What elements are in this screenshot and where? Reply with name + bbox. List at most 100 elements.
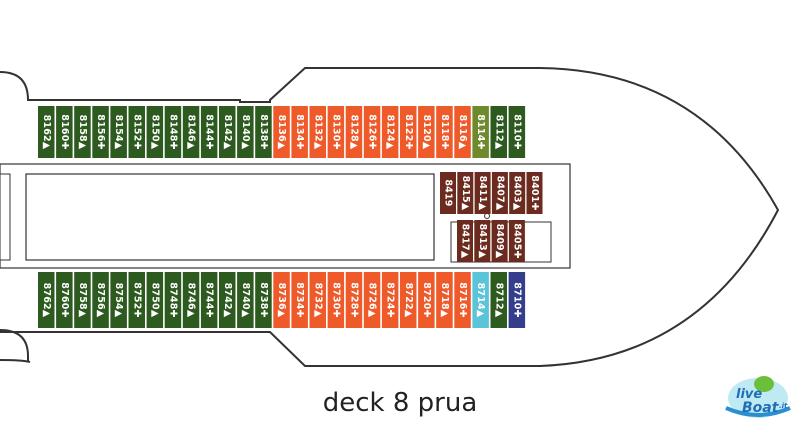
cabin-8110[interactable]: 8110✚ (508, 106, 526, 158)
cabin-block (92, 106, 109, 158)
cabin-8413[interactable]: 8413▲ (474, 220, 491, 262)
cabin-8134[interactable]: 8134✚ (291, 106, 308, 158)
cabin-8754[interactable]: 8754▲ (110, 272, 127, 328)
cabin-8411[interactable]: 8411▲ (474, 172, 491, 214)
cabins-bottom-row: 8762▲8760✚ 8758▲ 8756▲8754▲8752✚8750▲ 8748✚… (38, 272, 526, 328)
cabin-8405[interactable]: 8405✚ (508, 220, 525, 262)
cabin-block (490, 106, 507, 158)
cabin-8142[interactable]: 8142▲ (219, 106, 236, 158)
cabin-label: 8738✚ (258, 282, 269, 317)
cabin-8409[interactable]: 8409▲ (491, 220, 508, 262)
cabin-block (457, 220, 473, 262)
cabin-label: 8716✚ (457, 282, 468, 317)
cabin-8728[interactable]: 8728✚ (345, 272, 363, 328)
cabin-label: 8748✚ (167, 282, 178, 317)
cabin-8417[interactable]: 8417▲ (457, 220, 473, 262)
cabin-8407[interactable]: 8407▲ (491, 172, 508, 214)
cabin-label: 8413▲ (477, 224, 488, 259)
cabin-8403[interactable]: 8403▲ (509, 172, 526, 214)
cabin-8160[interactable]: 8160✚ (56, 106, 73, 158)
cabin-8126[interactable]: 8126✚ (363, 106, 381, 158)
cabin-8756[interactable]: 8756▲ (92, 272, 109, 328)
cabin-block (508, 272, 526, 328)
cabin-8146[interactable]: 8146▲ (182, 106, 200, 158)
stair-marker (484, 213, 490, 219)
central-void (25, 173, 435, 261)
cabin-block (291, 106, 308, 158)
cabin-label: 8411▲ (477, 176, 488, 211)
cabin-block (454, 272, 471, 328)
cabin-8730[interactable]: 8730✚ (327, 272, 345, 328)
cabin-8758[interactable]: 8758▲ (74, 272, 91, 328)
cabin-block (508, 106, 526, 158)
cabin-8154[interactable]: 8154▲ (110, 106, 127, 158)
cabin-8138[interactable]: 8138✚ (255, 106, 272, 158)
cabin-label: 8740▲ (240, 283, 251, 318)
cabin-8752[interactable]: 8752✚ (128, 272, 146, 328)
cabin-block (291, 272, 308, 328)
cabin-8124[interactable]: 8124▲ (381, 106, 399, 158)
cabin-8734[interactable]: 8734✚ (291, 272, 308, 328)
cabin-8112[interactable]: 8112▲ (490, 106, 508, 158)
cabin-block (400, 106, 417, 158)
cabin-8714[interactable]: 8714▲ (472, 272, 489, 328)
cabin-8128[interactable]: 8128▲ (345, 106, 363, 158)
cabin-8152[interactable]: 8152✚ (128, 106, 146, 158)
cabin-8722[interactable]: 8722▲ (400, 272, 417, 328)
cabin-8748[interactable]: 8748✚ (164, 272, 182, 328)
cabin-8114[interactable]: 8114✚ (472, 106, 489, 158)
cabin-block (219, 272, 236, 328)
cabin-label: 8134✚ (294, 114, 305, 149)
cabin-8718[interactable]: 8718▲ (436, 272, 453, 328)
cabin-label: 8120▲ (421, 115, 432, 150)
cabins-top-row: 8162▲8160✚8158▲8156✚8154▲8152✚8150▲8148✚… (38, 106, 526, 158)
cabin-8148[interactable]: 8148✚ (164, 106, 182, 158)
cabin-8158[interactable]: 8158▲ (74, 106, 91, 158)
cabin-8710[interactable]: 8710✚ (508, 272, 526, 328)
cabin-8742[interactable]: 8742▲ (219, 272, 236, 328)
cabin-8760[interactable]: 8760✚ (56, 272, 73, 328)
cabin-8156[interactable]: 8156✚ (92, 106, 109, 158)
cabin-8419[interactable]: 8419 (440, 172, 456, 214)
cabin-block (345, 106, 363, 158)
cabin-8401[interactable]: 8401✚ (526, 172, 543, 214)
cabin-block (164, 272, 182, 328)
cabin-block (381, 106, 399, 158)
deck-caption: deck 8 prua (322, 388, 478, 418)
cabin-8726[interactable]: 8726▲ (363, 272, 381, 328)
cabin-8118[interactable]: 8118✚ (436, 106, 453, 158)
cabin-8750[interactable]: 8750▲ (146, 272, 164, 328)
cabin-8132[interactable]: 8132▲ (309, 106, 327, 158)
cabin-block (74, 272, 91, 328)
cabin-block (200, 272, 218, 328)
cabin-8116[interactable]: 8116▲ (454, 106, 471, 158)
cabin-8130[interactable]: 8130✚ (327, 106, 345, 158)
cabin-label: 8750▲ (149, 283, 160, 318)
cabin-8740[interactable]: 8740▲ (237, 272, 254, 328)
cabin-block (454, 106, 471, 158)
cabin-label: 8417▲ (460, 224, 471, 259)
cabin-label: 8758▲ (77, 283, 88, 318)
cabin-8122[interactable]: 8122✚ (400, 106, 417, 158)
cabin-8720[interactable]: 8720✚ (418, 272, 435, 328)
cabin-8744[interactable]: 8744✚ (200, 272, 218, 328)
cabin-block (146, 106, 164, 158)
cabin-8120[interactable]: 8120▲ (418, 106, 435, 158)
cabin-8136[interactable]: 8136▲ (273, 106, 290, 158)
cabin-8712[interactable]: 8712▲ (490, 272, 508, 328)
void-left-stub (0, 173, 11, 261)
cabin-8762[interactable]: 8762▲ (38, 272, 55, 328)
cabin-label: 8124▲ (385, 115, 396, 150)
cabin-8732[interactable]: 8732▲ (309, 272, 327, 328)
cabin-8162[interactable]: 8162▲ (38, 106, 55, 158)
cabin-8746[interactable]: 8746▲ (182, 272, 200, 328)
cabin-8724[interactable]: 8724✚ (381, 272, 399, 328)
cabin-8736[interactable]: 8736▲ (273, 272, 290, 328)
cabin-8140[interactable]: 8140▲ (237, 106, 254, 158)
cabin-8738[interactable]: 8738✚ (255, 272, 272, 328)
cabin-8716[interactable]: 8716✚ (454, 272, 471, 328)
cabin-8415[interactable]: 8415▲ (457, 172, 474, 214)
cabin-8144[interactable]: 8144✚ (200, 106, 218, 158)
cabin-block (38, 106, 55, 158)
cabin-8150[interactable]: 8150▲ (146, 106, 164, 158)
